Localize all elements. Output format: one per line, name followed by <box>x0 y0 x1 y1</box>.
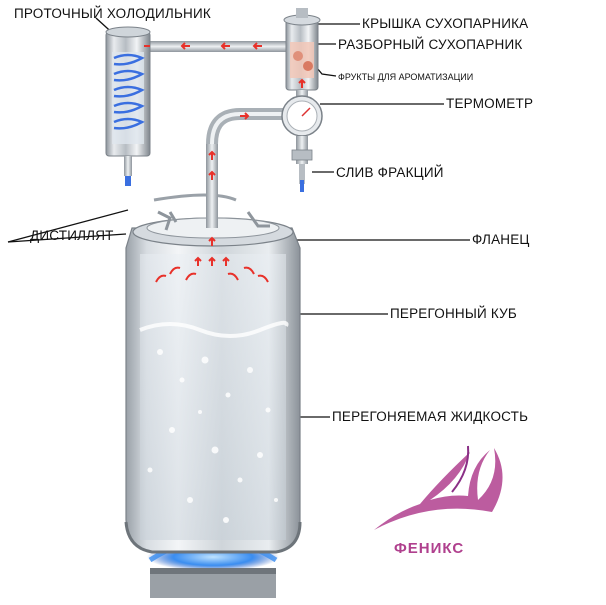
flow-arrows <box>144 42 306 283</box>
feniks-logo-icon <box>374 445 503 530</box>
label-cooler: ПРОТОЧНЫЙ ХОЛОДИЛЬНИК <box>14 6 211 21</box>
label-dryer: РАЗБОРНЫЙ СУХОПАРНИК <box>338 37 523 52</box>
label-distillate: ДИСТИЛЛЯТ <box>30 228 114 243</box>
top-pipe <box>142 41 292 52</box>
distillation-cube <box>124 227 302 554</box>
label-lid: КРЫШКА СУХОПАРНИКА <box>362 16 529 31</box>
label-thermometer: ТЕРМОМЕТР <box>446 96 534 111</box>
brand-name: ФЕНИКС <box>394 540 465 557</box>
thermometer <box>281 90 323 192</box>
label-flange: ФЛАНЕЦ <box>472 232 530 247</box>
label-drain: СЛИВ ФРАКЦИЙ <box>336 165 444 180</box>
vapor-pipe <box>206 108 288 228</box>
label-liquid: ПЕРЕГОНЯЕМАЯ ЖИДКОСТЬ <box>332 409 529 424</box>
cooler <box>105 26 151 186</box>
label-fruits: ФРУКТЫ ДЛЯ АРОМАТИЗАЦИИ <box>338 72 474 82</box>
label-cube: ПЕРЕГОННЫЙ КУБ <box>390 306 517 321</box>
dryer <box>283 8 321 91</box>
